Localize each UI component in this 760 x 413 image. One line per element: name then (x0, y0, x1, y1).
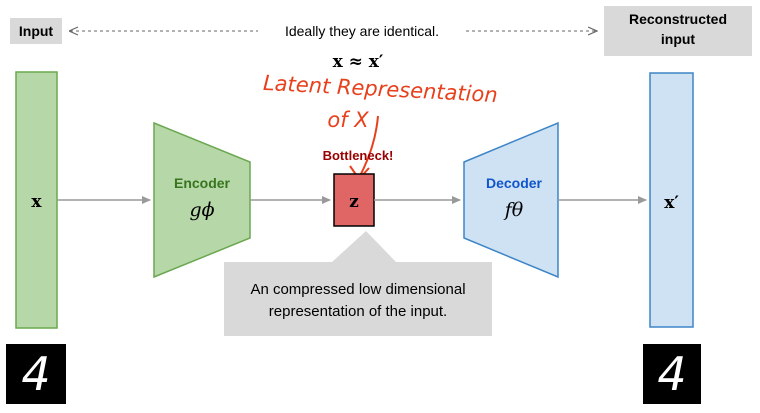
annotation-line1: Latent Representation (262, 71, 498, 107)
output-x-prime-symbol: x′ (664, 193, 679, 213)
equation: x ≈ x′ (333, 52, 384, 72)
input-x-symbol: x (31, 192, 42, 212)
encoder-function: gϕ (189, 199, 214, 221)
reconstructed-label-box: Reconstructed input (604, 6, 752, 56)
input-vector-bar (15, 71, 58, 329)
input-label: Input (19, 23, 54, 39)
output-digit-image: 4 (643, 344, 701, 404)
decoder-block (463, 121, 559, 279)
input-label-box: Input (10, 18, 62, 44)
output-vector-bar (649, 72, 694, 328)
input-digit-image: 4 (6, 344, 66, 404)
bottleneck-label: Bottleneck! (323, 148, 394, 163)
callout-line1: An compressed low dimensional (250, 281, 465, 298)
annotation-arrow-shaft (359, 115, 379, 177)
output-digit-glyph: 4 (657, 347, 686, 401)
latent-z-symbol: z (349, 192, 359, 212)
compressed-representation-callout: An compressed low dimensional representa… (224, 231, 492, 336)
reconstructed-label-line1: Reconstructed (629, 11, 727, 27)
ideal-caption: Ideally they are identical. (285, 23, 439, 39)
encoder-block (153, 121, 251, 279)
decoder-function: fθ (503, 199, 524, 221)
annotation-line2: of X (327, 108, 369, 132)
decoder-label: Decoder (486, 175, 543, 191)
reconstructed-label-line2: input (661, 31, 696, 47)
input-digit-glyph: 4 (21, 347, 50, 401)
encoder-label: Encoder (174, 175, 231, 191)
callout-line2: representation of the input. (269, 303, 447, 320)
